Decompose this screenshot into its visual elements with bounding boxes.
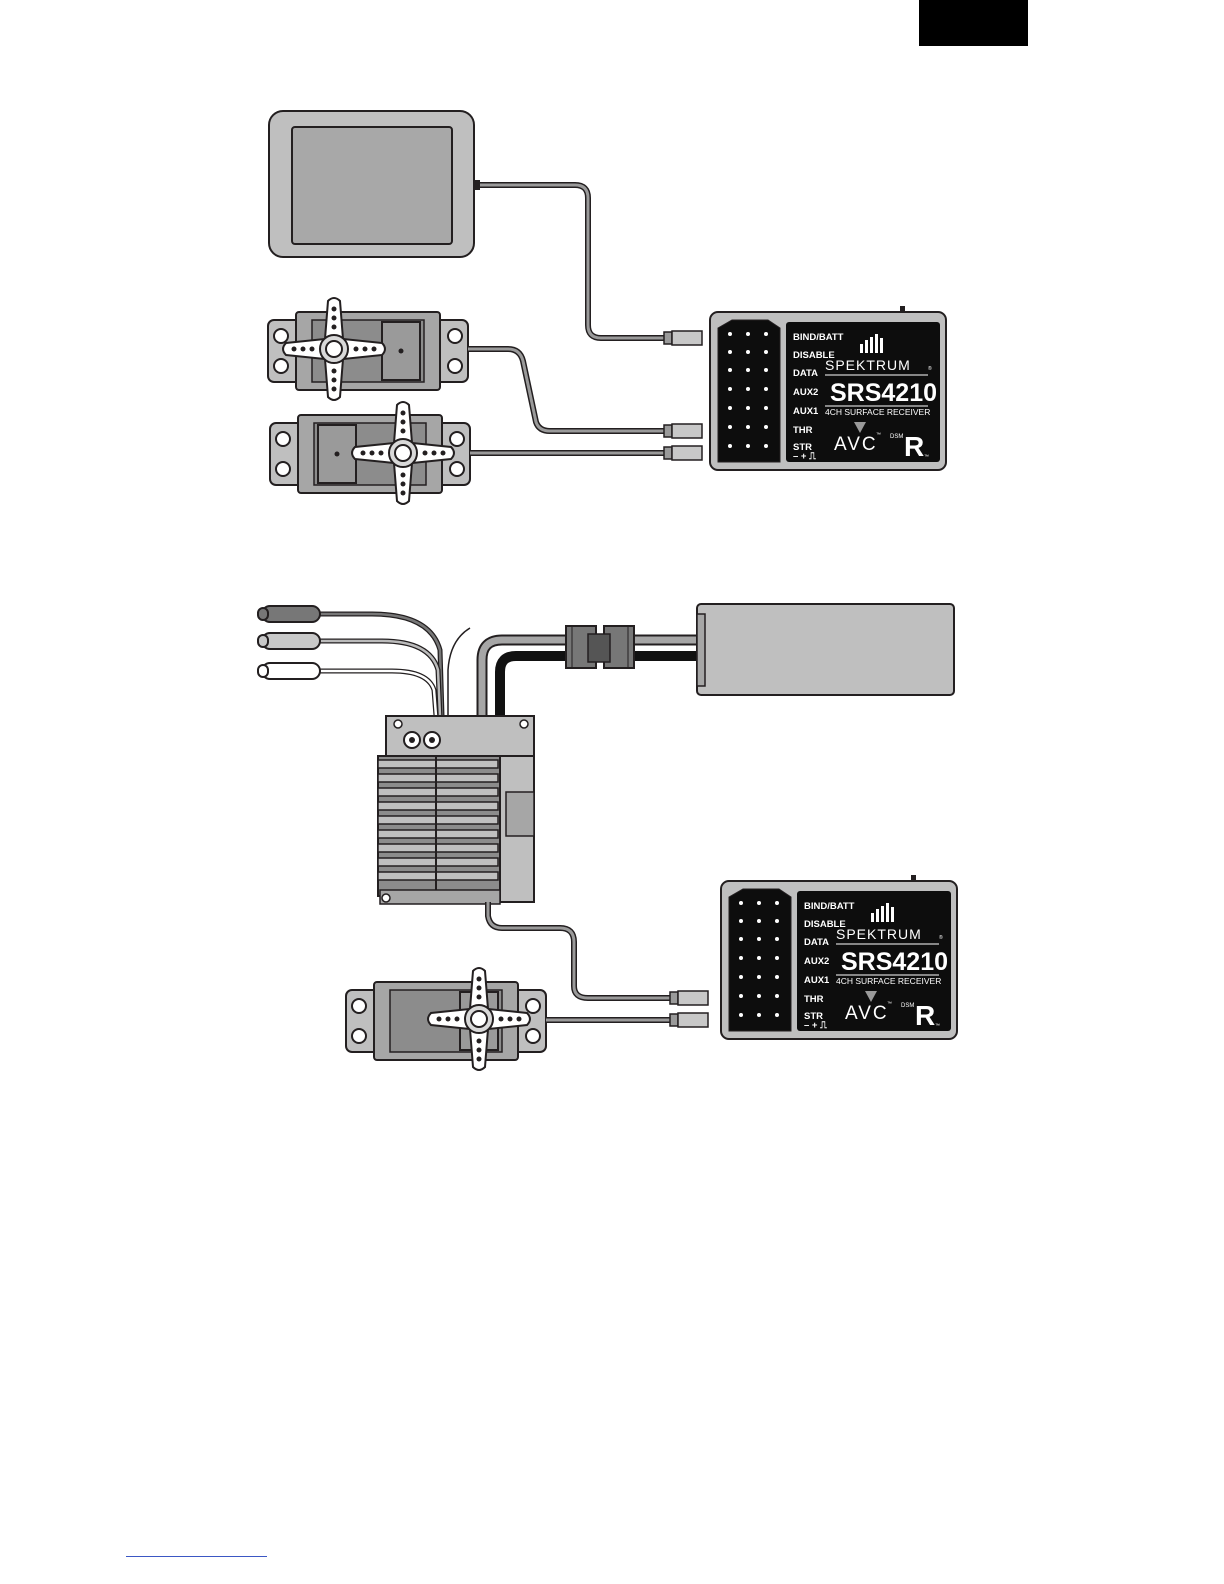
registered-mark: ® <box>928 365 932 372</box>
polarity-label: – + ⎍ <box>804 1020 827 1031</box>
dsm-r-logo: R <box>904 431 924 462</box>
pin-label-bind: BIND/BATT <box>804 901 855 912</box>
pin-label-thr: THR <box>804 994 824 1005</box>
subtitle-label: 4CH SURFACE RECEIVER <box>836 976 941 986</box>
brand-label: SPEKTRUM <box>836 926 922 942</box>
avc-label: AVC <box>845 1003 889 1024</box>
esc <box>378 716 534 904</box>
motor-leads <box>258 606 470 716</box>
plug-esc-thr <box>670 991 708 1005</box>
diagram-1: BIND/BATT DISABLE DATA AUX2 AUX1 THR STR… <box>268 111 946 504</box>
wire-battery <box>480 185 664 338</box>
plug-thr <box>664 424 702 438</box>
battery-pack <box>697 604 954 695</box>
model-label: SRS4210 <box>841 948 948 976</box>
model-label: SRS4210 <box>830 379 937 407</box>
footer-rule <box>126 1556 267 1557</box>
diagram-2: BIND/BATT DISABLE DATA AUX2 AUX1 THR STR… <box>258 604 957 1070</box>
pin-label-thr: THR <box>793 425 813 436</box>
dsm-tm: ™ <box>935 1023 940 1029</box>
brand-label: SPEKTRUM <box>825 357 911 373</box>
battery-connector <box>566 626 634 668</box>
dsm-label: DSM <box>901 1003 914 1009</box>
registered-mark: ® <box>939 934 943 941</box>
pin-label-aux1: AUX1 <box>804 975 830 986</box>
plug-str <box>664 446 702 460</box>
servo-1 <box>268 298 468 400</box>
servo-2 <box>270 402 470 504</box>
pin-label-data: DATA <box>804 937 829 948</box>
dsm-r-logo: R <box>915 1000 935 1031</box>
plug-esc-str <box>670 1013 708 1027</box>
avc-tm: ™ <box>876 432 881 438</box>
dsm-label: DSM <box>890 434 903 440</box>
servo-3 <box>346 968 546 1070</box>
plug-bind <box>664 331 702 345</box>
dsm-tm: ™ <box>924 454 929 460</box>
pin-label-data: DATA <box>793 368 818 379</box>
pin-label-aux2: AUX2 <box>793 387 818 398</box>
battery-box <box>269 111 480 257</box>
pin-label-aux2: AUX2 <box>804 956 829 967</box>
polarity-label: – + ⎍ <box>793 451 816 462</box>
pin-label-bind: BIND/BATT <box>793 332 844 343</box>
avc-label: AVC <box>834 434 878 455</box>
receiver-2: BIND/BATT DISABLE DATA AUX2 AUX1 THR STR… <box>721 875 957 1039</box>
receiver-1: BIND/BATT DISABLE DATA AUX2 AUX1 THR STR… <box>710 306 946 470</box>
avc-tm: ™ <box>887 1001 892 1007</box>
pin-label-aux1: AUX1 <box>793 406 819 417</box>
subtitle-label: 4CH SURFACE RECEIVER <box>825 407 930 417</box>
